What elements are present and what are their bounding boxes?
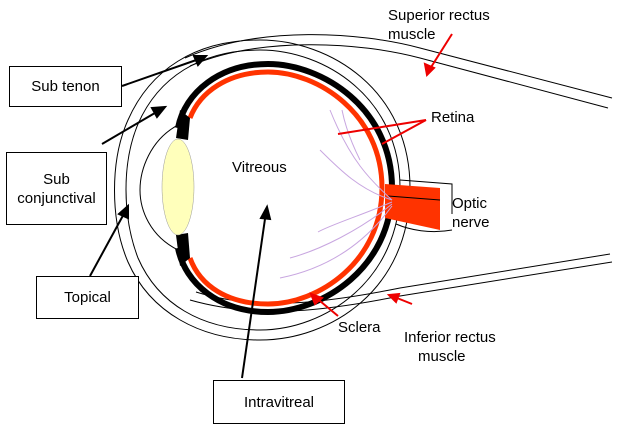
cornea [139, 124, 179, 251]
iris-ciliary-body [176, 110, 190, 266]
inferior-rectus-label-line1: Inferior rectus [404, 329, 496, 346]
label-pointers [309, 33, 453, 317]
optic-nerve-label-line1: Optic [452, 195, 488, 212]
superior-rectus-label: Superior rectus muscle [388, 6, 490, 44]
inferior-rectus-label: Inferior rectus muscle [404, 328, 496, 366]
topical-box: Topical [36, 276, 139, 319]
lens [161, 138, 195, 236]
sub-tenon-label: Sub tenon [31, 78, 100, 95]
intravitreal-box: Intravitreal [213, 380, 345, 424]
optic-nerve-label-line2: nerve [452, 214, 490, 231]
sub-conjunctival-label-line2: conjunctival [17, 189, 96, 207]
intravitreal-label: Intravitreal [243, 393, 315, 411]
superior-rectus-label-line1: Superior rectus [388, 7, 490, 24]
route-arrows [89, 55, 272, 379]
superior-rectus-muscle [184, 34, 613, 109]
tenon-capsule [114, 39, 411, 341]
vitreous-label: Vitreous [232, 159, 287, 176]
inferior-rectus-muscle [189, 253, 613, 312]
retina-label: Retina [431, 109, 475, 126]
topical-label: Topical [64, 289, 111, 306]
sclera-label: Sclera [338, 319, 381, 336]
sub-conjunctival-label-line1: Sub [43, 170, 70, 188]
optic-nerve-label: Optic nerve [452, 194, 490, 232]
inferior-rectus-label-line2: muscle [418, 348, 466, 365]
sub-conjunctival-box: Sub conjunctival [6, 152, 107, 225]
choroid-layer [175, 60, 395, 316]
optic-nerve [385, 179, 453, 233]
superior-rectus-label-line2: muscle [388, 26, 436, 43]
retina-layer [187, 69, 385, 189]
sub-tenon-box: Sub tenon [9, 66, 122, 107]
